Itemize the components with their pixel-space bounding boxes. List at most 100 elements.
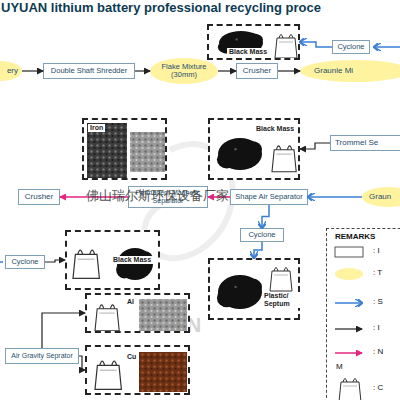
material-ellipse: ery <box>0 61 22 81</box>
material-label: Iron <box>88 124 105 132</box>
bag-icon <box>272 146 296 172</box>
material-output: Black Mass <box>65 230 160 290</box>
material-output: Iron <box>82 118 167 180</box>
material-picture <box>87 295 188 331</box>
material-label: Black Mass <box>254 125 296 133</box>
bag-icon <box>275 35 297 59</box>
bag-handle <box>343 379 357 383</box>
material-picture <box>210 260 298 318</box>
material-label: Plastic/ Septum <box>262 292 300 308</box>
legend-row: : C <box>327 375 400 400</box>
process-box: Double Shaft Shredder <box>43 63 135 79</box>
bag-seam <box>274 275 288 276</box>
process-box: Cyclone <box>332 40 370 54</box>
flow-connector <box>254 242 262 258</box>
bag-seam <box>343 386 357 387</box>
process-name: Shape Air Separator <box>235 193 303 201</box>
process-name: Cyclone <box>248 231 275 239</box>
legend-text: : T <box>373 268 382 277</box>
material-label: Cu <box>125 353 138 361</box>
incoming-stub <box>0 261 3 263</box>
material-blob <box>217 275 262 309</box>
bag-icon <box>95 305 119 331</box>
sample-arrow <box>335 302 362 304</box>
bag-seam <box>99 313 114 314</box>
flow-connector <box>300 42 332 47</box>
flow-connector <box>262 205 269 228</box>
flow-connector <box>22 70 43 71</box>
legend-row: : N <box>327 345 400 361</box>
process-box: Cyclone <box>240 228 284 242</box>
flow-connector <box>79 356 85 370</box>
process-box: Crusher <box>18 189 60 205</box>
note-label: M <box>336 362 343 371</box>
bag-seam <box>276 154 291 155</box>
flow-connector <box>135 70 150 71</box>
bag-handle <box>99 305 114 309</box>
process-box: Air Gravity Seprator <box>5 348 79 364</box>
legend-box: REMARKS : I : T : S : I : N : C <box>326 228 400 400</box>
material-name: Graunle Mi <box>314 67 353 76</box>
bag-body <box>275 38 297 58</box>
process-name: Air Gravity Seprator <box>11 352 72 360</box>
granule-sample <box>87 123 127 178</box>
blob-lobe <box>217 151 237 169</box>
material-label: Black Mass <box>111 256 153 264</box>
legend-row: : I <box>327 244 400 260</box>
bag-handle <box>276 146 291 150</box>
legend-heading: REMARKS <box>335 232 375 241</box>
process-box: Cyclone <box>5 255 45 269</box>
legend-row: : I <box>327 321 400 337</box>
legend-text: : S <box>373 297 383 306</box>
bag-icon <box>339 379 361 400</box>
legend-text: : C <box>373 383 383 392</box>
material-label: Al <box>125 298 136 306</box>
sample-box <box>335 247 363 257</box>
flow-connector <box>300 143 330 149</box>
process-box: Shape Air Separator <box>230 189 308 205</box>
material-output: Al <box>85 293 190 333</box>
granule-sample <box>130 132 165 172</box>
material-name: Graun <box>369 193 391 202</box>
bag-seam <box>279 42 293 43</box>
material-blob <box>217 138 262 170</box>
process-name: Cyclone <box>11 258 38 266</box>
bag-body <box>339 382 361 400</box>
bag-icon <box>270 268 292 292</box>
flow-connector <box>308 196 362 198</box>
material-ellipse: Flake Mixture (30mm) <box>150 58 218 84</box>
bag-body <box>95 365 121 389</box>
process-name: Crusher <box>25 193 53 202</box>
legend-sample <box>333 295 367 311</box>
bag-handle <box>274 268 288 272</box>
material-label: Black Mass <box>227 48 269 56</box>
legend-sample <box>333 321 367 337</box>
bag-body <box>270 271 292 291</box>
bag-handle <box>279 35 293 39</box>
legend-row: : S <box>327 295 400 311</box>
legend-text: : I <box>373 323 380 332</box>
bag-handle <box>100 361 117 365</box>
flow-connector <box>60 196 128 198</box>
process-name: Trommel Se <box>335 139 378 148</box>
process-name: Double Shaft Shredder <box>51 67 127 75</box>
process-box: Trommel Se <box>330 135 400 151</box>
granule-sample <box>139 299 187 331</box>
bag-body <box>73 254 99 278</box>
material-name: ery <box>7 67 18 76</box>
blob-lobe <box>243 33 263 45</box>
bag-handle <box>78 250 95 254</box>
legend-sample <box>333 375 367 400</box>
granule-sample <box>139 352 187 392</box>
process-name: Crusher <box>243 67 271 76</box>
diagram-title: UYUAN lithium battery professional recyc… <box>1 0 321 15</box>
blob-lobe <box>242 141 262 157</box>
legend-text: : I <box>373 246 380 255</box>
material-ellipse: Graunle Mi <box>300 60 400 82</box>
blob-lobe <box>242 278 262 295</box>
bag-seam <box>100 370 117 371</box>
legend-sample <box>333 244 367 260</box>
process-name: Cyclone <box>337 43 364 51</box>
sample-ellipse <box>335 268 363 280</box>
flow-connector <box>218 70 236 71</box>
